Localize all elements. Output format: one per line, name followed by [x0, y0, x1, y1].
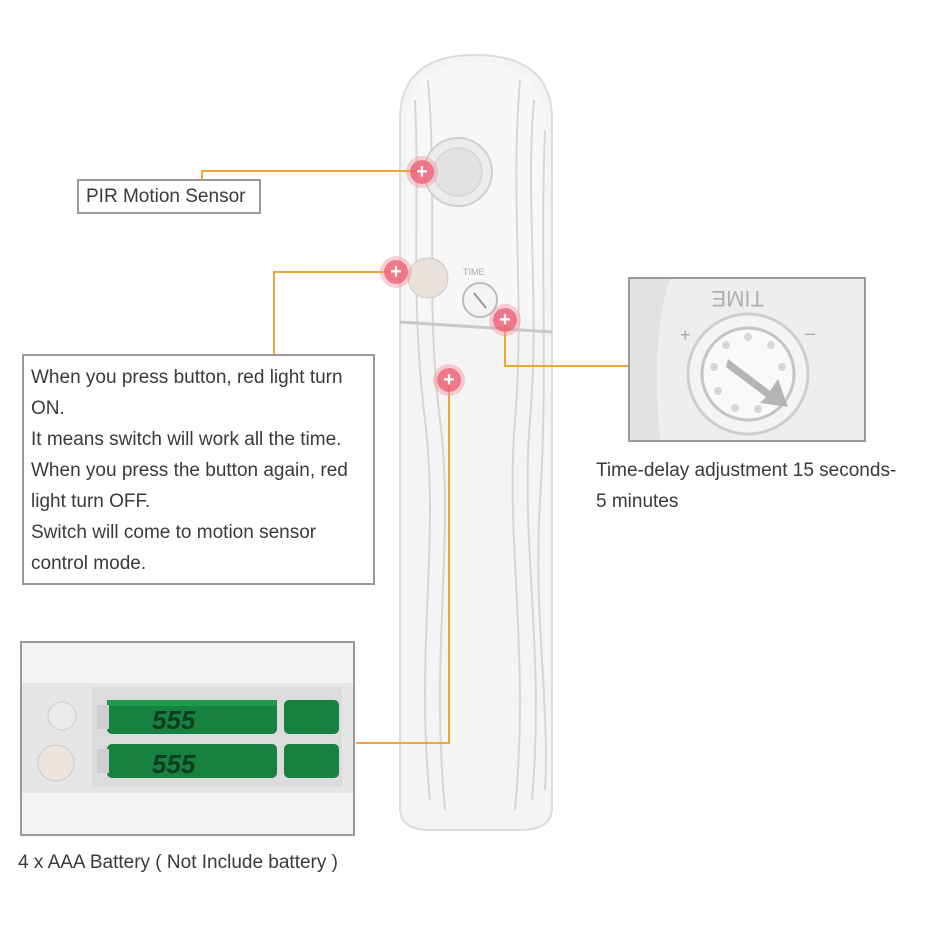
hotspot-button[interactable]: +: [384, 260, 408, 284]
svg-text:–: –: [805, 323, 815, 343]
sensor-device: TIME: [399, 53, 553, 831]
button-desc-line: light turn OFF.: [31, 491, 151, 512]
hotspot-time-dial[interactable]: +: [493, 308, 517, 332]
time-dial-closeup: TIME + –: [628, 277, 866, 442]
pir-motion-sensor-label: PIR Motion Sensor: [77, 179, 261, 214]
button-desc-line: control mode.: [31, 553, 147, 574]
svg-text:TIME: TIME: [463, 267, 485, 277]
time-label-line: Time-delay adjustment 15 seconds-: [596, 460, 897, 481]
hotspot-pir[interactable]: +: [410, 160, 434, 184]
battery-brand-top: 555: [152, 705, 196, 735]
button-desc-line: When you press the button again, red: [31, 460, 348, 481]
time-label-line: 5 minutes: [596, 491, 679, 512]
battery-label: 4 x AAA Battery ( Not Include battery ): [18, 852, 338, 873]
button-description-box: When you press button, red light turn ON…: [22, 354, 375, 585]
button-desc-line: Switch will come to motion sensor: [31, 522, 317, 543]
battery-compartment-closeup: 555 555: [20, 641, 355, 836]
button-desc-line: When you press button, red light turn: [31, 367, 343, 388]
svg-text:+: +: [680, 325, 691, 345]
button-desc-line: ON.: [31, 398, 65, 419]
button-desc-line: It means switch will work all the time.: [31, 429, 342, 450]
time-delay-label: Time-delay adjustment 15 seconds- 5 minu…: [596, 455, 926, 517]
battery-cells: 555 555: [97, 700, 339, 779]
leader-lines: [201, 170, 628, 744]
dial-time-text: TIME: [711, 286, 764, 311]
hotspot-battery[interactable]: +: [437, 368, 461, 392]
battery-brand-bottom: 555: [152, 749, 196, 779]
